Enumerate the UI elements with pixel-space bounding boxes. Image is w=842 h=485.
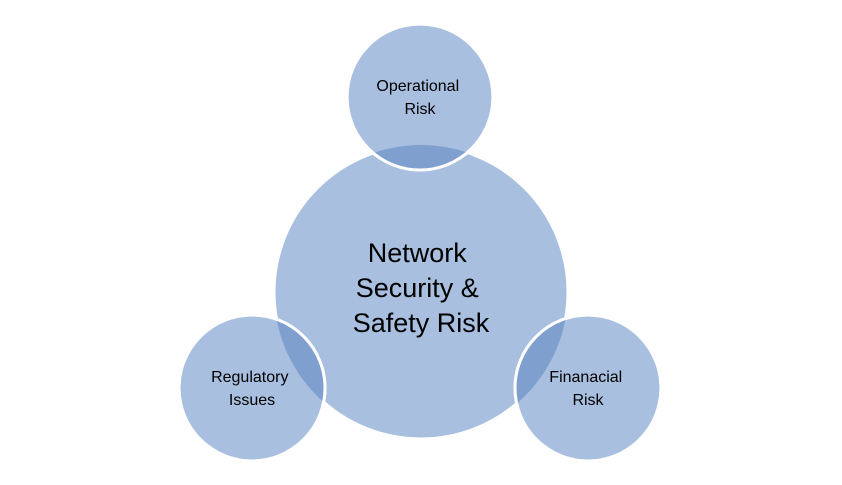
financial-risk-label-line: Risk — [572, 392, 604, 409]
center-label: Network Security & Safety Risk — [353, 238, 490, 338]
operational-risk-label-line: Operational — [376, 78, 459, 95]
operational-risk-label-line: Risk — [404, 101, 436, 118]
center-label-line: Security & — [356, 273, 479, 303]
financial-risk-label: Finanacial Risk — [549, 369, 626, 409]
regulatory-issues-label: Regulatory Issues — [211, 369, 293, 409]
financial-risk-label-line: Finanacial — [549, 369, 622, 386]
center-label-line: Safety Risk — [353, 308, 490, 338]
regulatory-issues-label-line: Regulatory — [211, 369, 288, 386]
regulatory-issues-label-line: Issues — [229, 392, 275, 409]
regulatory-issues-outline — [177, 313, 327, 463]
operational-risk-label: Operational Risk — [376, 78, 463, 118]
operational-risk-outline — [345, 22, 495, 172]
financial-risk-outline — [513, 313, 663, 463]
center-label-line: Network — [368, 238, 468, 268]
